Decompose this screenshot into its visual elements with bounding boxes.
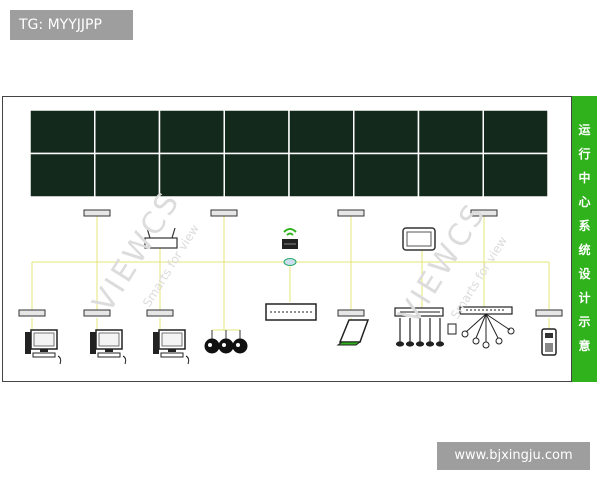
video-wall-panel: [223, 109, 290, 155]
switch-icon: [535, 309, 563, 317]
video-wall-panel: [94, 109, 161, 155]
dome-camera-icon: [232, 338, 248, 354]
side-title-char: 设: [578, 267, 591, 281]
footer-site: www.bjxingju.com: [437, 442, 590, 470]
side-title-char: 系: [578, 219, 591, 233]
dome-cameras: [204, 330, 248, 354]
laptop-icon: [336, 319, 370, 346]
switch-icon: [146, 309, 174, 317]
workstation-icon: [153, 329, 190, 365]
decoder-units: [83, 209, 498, 217]
conference-audio-icon: [394, 307, 445, 347]
side-title-char: 心: [578, 195, 591, 209]
decoder-icon: [83, 209, 111, 217]
header-tag: TG: MYYJJPP: [10, 10, 133, 40]
side-title-char: 运: [578, 123, 591, 137]
decoder-icon: [470, 209, 498, 217]
side-title-char: 中: [578, 171, 591, 185]
touch-panel-icon: [402, 227, 436, 251]
connection-lines: [31, 214, 550, 331]
side-title-char: 统: [578, 243, 591, 257]
side-title-char: 意: [578, 339, 591, 353]
video-wall-panel: [417, 152, 484, 198]
hub-fanout-icon: [459, 306, 515, 349]
decoder-icon: [337, 209, 365, 217]
video-wall-panel: [482, 152, 549, 198]
video-wall-panel: [29, 152, 96, 198]
access-controller-icon: [541, 328, 557, 356]
workstations: [25, 329, 190, 365]
video-wall-panel: [482, 109, 549, 155]
switch-icon: [83, 309, 111, 317]
video-wall-panel: [353, 152, 420, 198]
dome-camera-icon: [218, 338, 234, 354]
video-wall-panel: [417, 109, 484, 155]
access-switches: [18, 309, 563, 317]
video-wall-panel: [223, 152, 290, 198]
video-wall-panel: [29, 109, 96, 155]
decoder-icon: [210, 209, 238, 217]
side-title-char: 行: [578, 147, 591, 161]
video-wall-panel: [288, 109, 355, 155]
workstation-icon: [90, 329, 127, 365]
router-icon: [144, 227, 178, 249]
terminal-box-icon: [447, 323, 457, 335]
nvr-rack-icon: [265, 303, 317, 321]
dome-camera-icon: [204, 338, 220, 354]
side-title-char: 计: [578, 291, 591, 305]
switch-icon: [18, 309, 46, 317]
video-wall-panel: [158, 152, 225, 198]
video-wall-panel: [158, 109, 225, 155]
switch-icon: [337, 309, 365, 317]
workstation-icon: [25, 329, 62, 365]
side-title-char: 示: [578, 315, 591, 329]
video-wall-panel: [353, 109, 420, 155]
video-wall-panel: [288, 152, 355, 198]
network-hub-icon: [283, 258, 297, 266]
side-title-bar: 运 行 中 心 系 统 设 计 示 意: [572, 96, 597, 382]
wifi-ap-icon: [282, 228, 298, 249]
video-wall: [29, 109, 549, 198]
video-wall-panel: [94, 152, 161, 198]
